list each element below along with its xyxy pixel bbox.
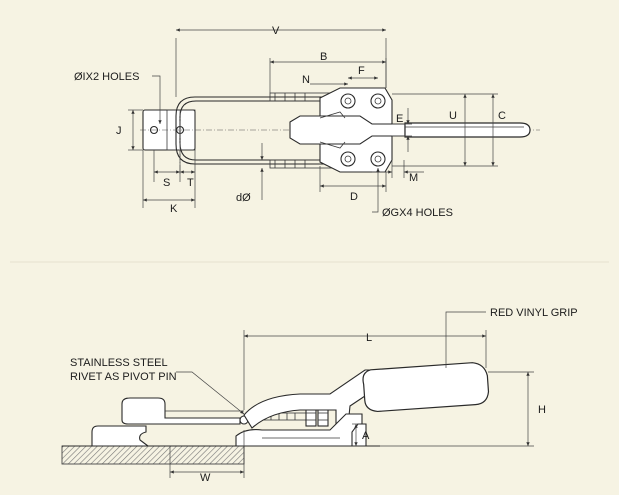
dim-s-label: S [163, 177, 170, 189]
dim-e-label: E [396, 113, 403, 125]
strike-hook [121, 397, 241, 425]
dim-d-label: D [350, 191, 358, 203]
side-view: L H A W RED VINYL GRIP STAINLESS STEEL R… [61, 307, 578, 484]
callout-holes-g: ØGX4 HOLES [382, 207, 453, 219]
callout-grip: RED VINYL GRIP [490, 307, 578, 319]
dim-n-label: N [302, 74, 310, 86]
callout-rivet-line1: STAINLESS STEEL [70, 357, 168, 369]
bolt-hole-g-4 [370, 151, 386, 167]
dim-c-label: C [498, 110, 506, 122]
callout-rivet-line2: RIVET AS PIVOT PIN [70, 371, 177, 383]
dim-j-label: J [116, 125, 122, 137]
dim-t-label: T [187, 177, 194, 189]
handle-grip [404, 122, 531, 138]
dim-m-label: M [409, 172, 418, 184]
dim-b-label: B [320, 51, 327, 63]
bolt-hole-g-1 [340, 93, 356, 109]
dim-v-label: V [272, 25, 280, 37]
dim-f-label: F [358, 65, 365, 77]
dim-u-label: U [449, 110, 457, 122]
dim-d-phi-label: dØ [236, 192, 251, 204]
top-view: V B F N U C E J [74, 25, 540, 219]
callout-g-leader [372, 168, 380, 213]
callout-holes-i: ØIX2 HOLES [74, 71, 139, 83]
dim-a-label: A [362, 430, 370, 442]
grip-leader [445, 311, 486, 368]
bolt-hole-g-3 [340, 151, 356, 167]
side-handle-grip [362, 362, 490, 413]
dim-k-label: K [170, 203, 178, 215]
callout-i-leader [152, 75, 162, 124]
hatched-surface [61, 445, 245, 465]
mounting-hole-i [149, 125, 159, 135]
rivet-leader [176, 371, 245, 415]
side-base-plate [91, 425, 150, 447]
dim-w-label: W [200, 472, 211, 484]
bolt-hole-g-2 [370, 93, 386, 109]
dim-h-label: H [538, 404, 546, 416]
dim-l-label: L [366, 332, 372, 344]
